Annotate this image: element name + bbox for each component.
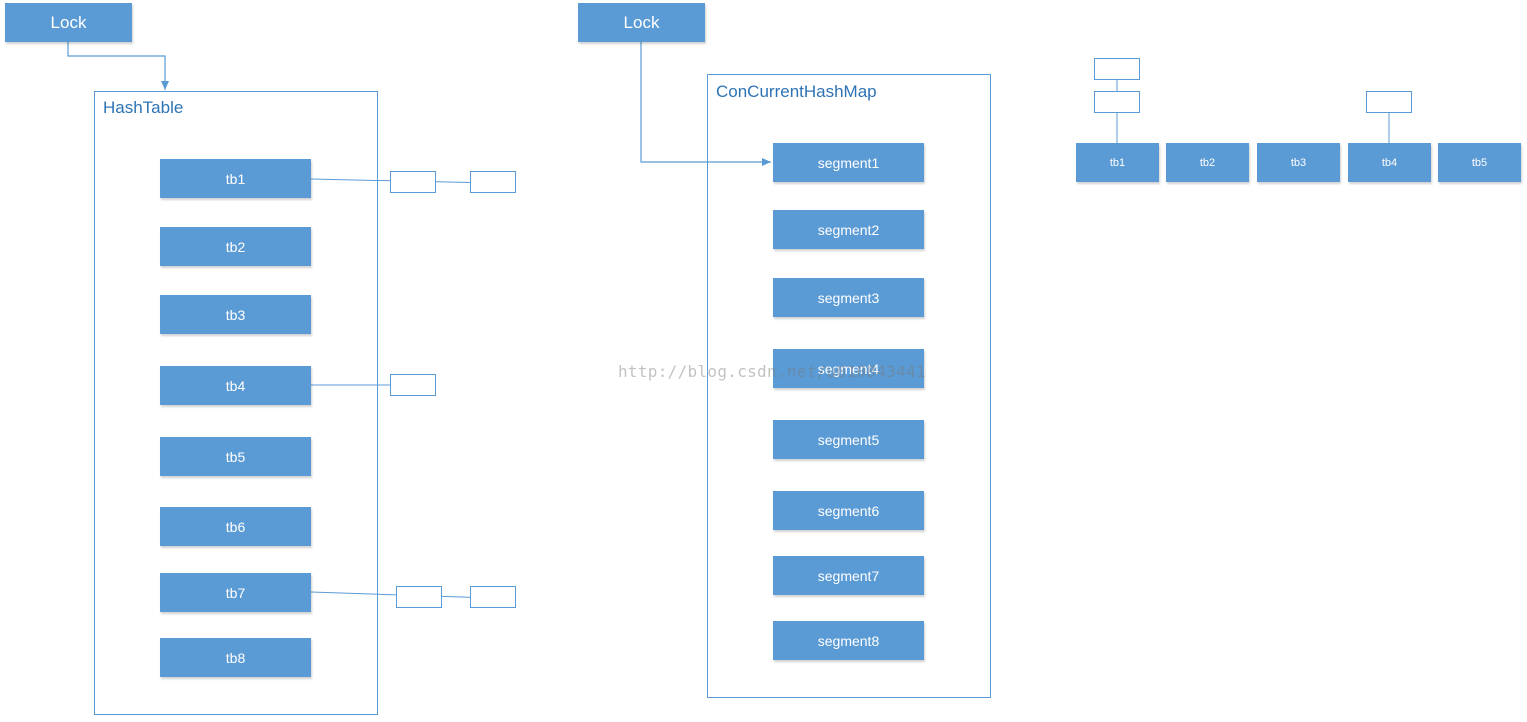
hashtable-bucket: tb3 — [160, 295, 311, 334]
hashtable-bucket: tb8 — [160, 638, 311, 677]
bucket-label: tb2 — [225, 238, 246, 255]
segment-label: segment7 — [817, 567, 880, 584]
concurrent-lock-label: Lock — [623, 12, 660, 32]
bucket-label: tb4 — [225, 377, 246, 394]
lock-to-segment1-arrow — [640, 42, 771, 166]
hashtable-bucket: tb6 — [160, 507, 311, 546]
detail-chain-node — [1366, 91, 1412, 113]
chain-node — [390, 171, 436, 193]
detail-bucket: tb2 — [1166, 143, 1249, 182]
detail-bucket: tb4 — [1348, 143, 1431, 182]
segment-box: segment5 — [773, 420, 924, 459]
watermark-text: http://blog.csdn.net/u010843441 — [618, 362, 926, 381]
detail-bucket: tb3 — [1257, 143, 1340, 182]
detail-chain-node — [1094, 91, 1140, 113]
segment-box: segment1 — [773, 143, 924, 182]
concurrent-lock-box: Lock — [578, 3, 705, 42]
hashtable-bucket: tb2 — [160, 227, 311, 266]
bucket-label: tb6 — [225, 518, 246, 535]
chain-node — [470, 171, 516, 193]
detail-bucket-label: tb3 — [1290, 156, 1307, 169]
detail-bucket-label: tb2 — [1199, 156, 1216, 169]
segment-label: segment2 — [817, 221, 880, 238]
lock-to-hashtable-arrow — [67, 42, 169, 90]
chain-node — [470, 586, 516, 608]
hashtable-container — [94, 91, 378, 715]
bucket-label: tb7 — [225, 584, 246, 601]
segment-label: segment1 — [817, 154, 880, 171]
detail-bucket-label: tb5 — [1471, 156, 1488, 169]
hashtable-bucket: tb1 — [160, 159, 311, 198]
segment-box: segment4 — [773, 349, 924, 388]
segment-label: segment8 — [817, 632, 880, 649]
bucket-label: tb1 — [225, 170, 246, 187]
hashtable-lock-box: Lock — [5, 3, 132, 42]
hashtable-title: HashTable — [103, 98, 184, 117]
chain-node — [390, 374, 436, 396]
hashtable-bucket: tb7 — [160, 573, 311, 612]
segment-box: segment8 — [773, 621, 924, 660]
segment-label: segment3 — [817, 289, 880, 306]
detail-bucket: tb5 — [1438, 143, 1521, 182]
segment-box: segment3 — [773, 278, 924, 317]
detail-bucket-label: tb4 — [1381, 156, 1398, 169]
segment-box: segment6 — [773, 491, 924, 530]
bucket-label: tb8 — [225, 649, 246, 666]
segment-label: segment4 — [817, 360, 880, 377]
segment-box: segment7 — [773, 556, 924, 595]
bucket-label: tb5 — [225, 448, 246, 465]
segment-label: segment6 — [817, 502, 880, 519]
detail-bucket: tb1 — [1076, 143, 1159, 182]
bucket-label: tb3 — [225, 306, 246, 323]
hashtable-lock-label: Lock — [50, 12, 87, 32]
hashtable-bucket: tb5 — [160, 437, 311, 476]
concurrent-container — [707, 74, 991, 698]
segment-label: segment5 — [817, 431, 880, 448]
detail-chain-node — [1094, 58, 1140, 80]
concurrent-title: ConCurrentHashMap — [716, 82, 877, 101]
detail-bucket-label: tb1 — [1109, 156, 1126, 169]
chain-node — [396, 586, 442, 608]
segment-box: segment2 — [773, 210, 924, 249]
hashtable-bucket: tb4 — [160, 366, 311, 405]
